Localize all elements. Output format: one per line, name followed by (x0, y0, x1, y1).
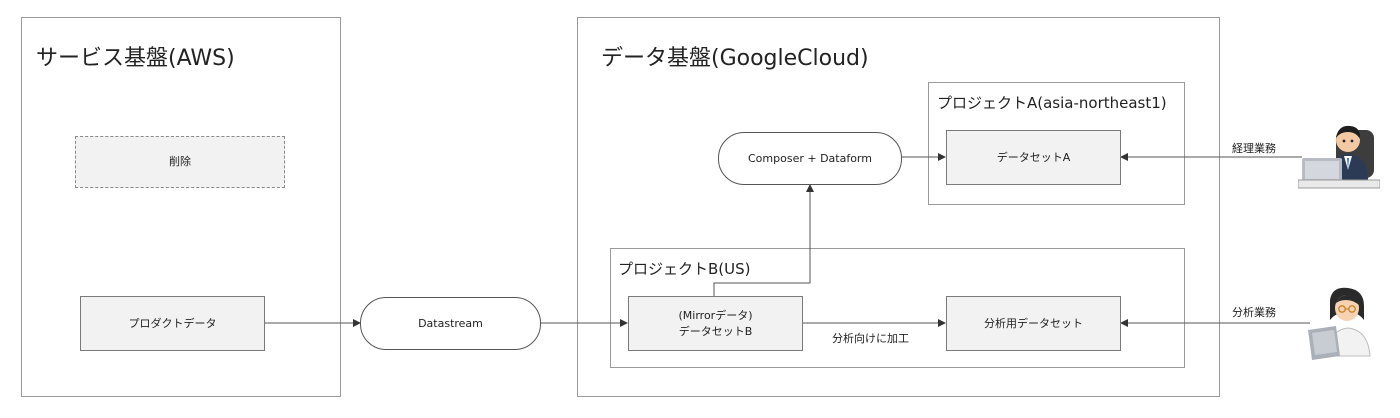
dataset-a-box: データセットA (946, 130, 1121, 185)
datastream-node: Datastream (360, 297, 541, 350)
mirror-label-line2: データセットB (678, 324, 753, 338)
project-b-title: プロジェクトB(US) (618, 260, 751, 278)
analysis-dataset-box: 分析用データセット (946, 296, 1121, 351)
composer-dataform-node: Composer + Dataform (718, 132, 902, 185)
aws-region-title: サービス基盤(AWS) (36, 46, 235, 71)
product-data-label: プロダクトデータ (128, 316, 217, 330)
analysis-dataset-label: 分析用データセット (984, 316, 1083, 330)
analysis-edge-label: 分析業務 (1232, 306, 1276, 319)
datastream-label: Datastream (418, 317, 483, 330)
edge-mirror-to-composer (713, 184, 814, 296)
mirror-dataset-b-box: (Mirrorデータ) データセットB (628, 296, 803, 351)
accounting-edge-label: 経理業務 (1232, 142, 1276, 155)
businessman-at-laptop-icon (1298, 125, 1380, 189)
woman-at-laptop-icon (1308, 287, 1371, 360)
gcp-region-title: データ基盤(GoogleCloud) (601, 46, 869, 71)
project-a-title: プロジェクトA(asia-northeast1) (937, 94, 1167, 112)
mirror-label-line1: (Mirrorデータ) (678, 308, 753, 322)
dataset-a-label: データセットA (996, 150, 1071, 164)
product-data-box: プロダクトデータ (80, 296, 265, 351)
deleted-box: 削除 (75, 136, 285, 188)
deleted-label: 削除 (169, 155, 191, 168)
processing-edge-label: 分析向けに加工 (832, 332, 909, 345)
composer-label: Composer + Dataform (748, 152, 872, 165)
